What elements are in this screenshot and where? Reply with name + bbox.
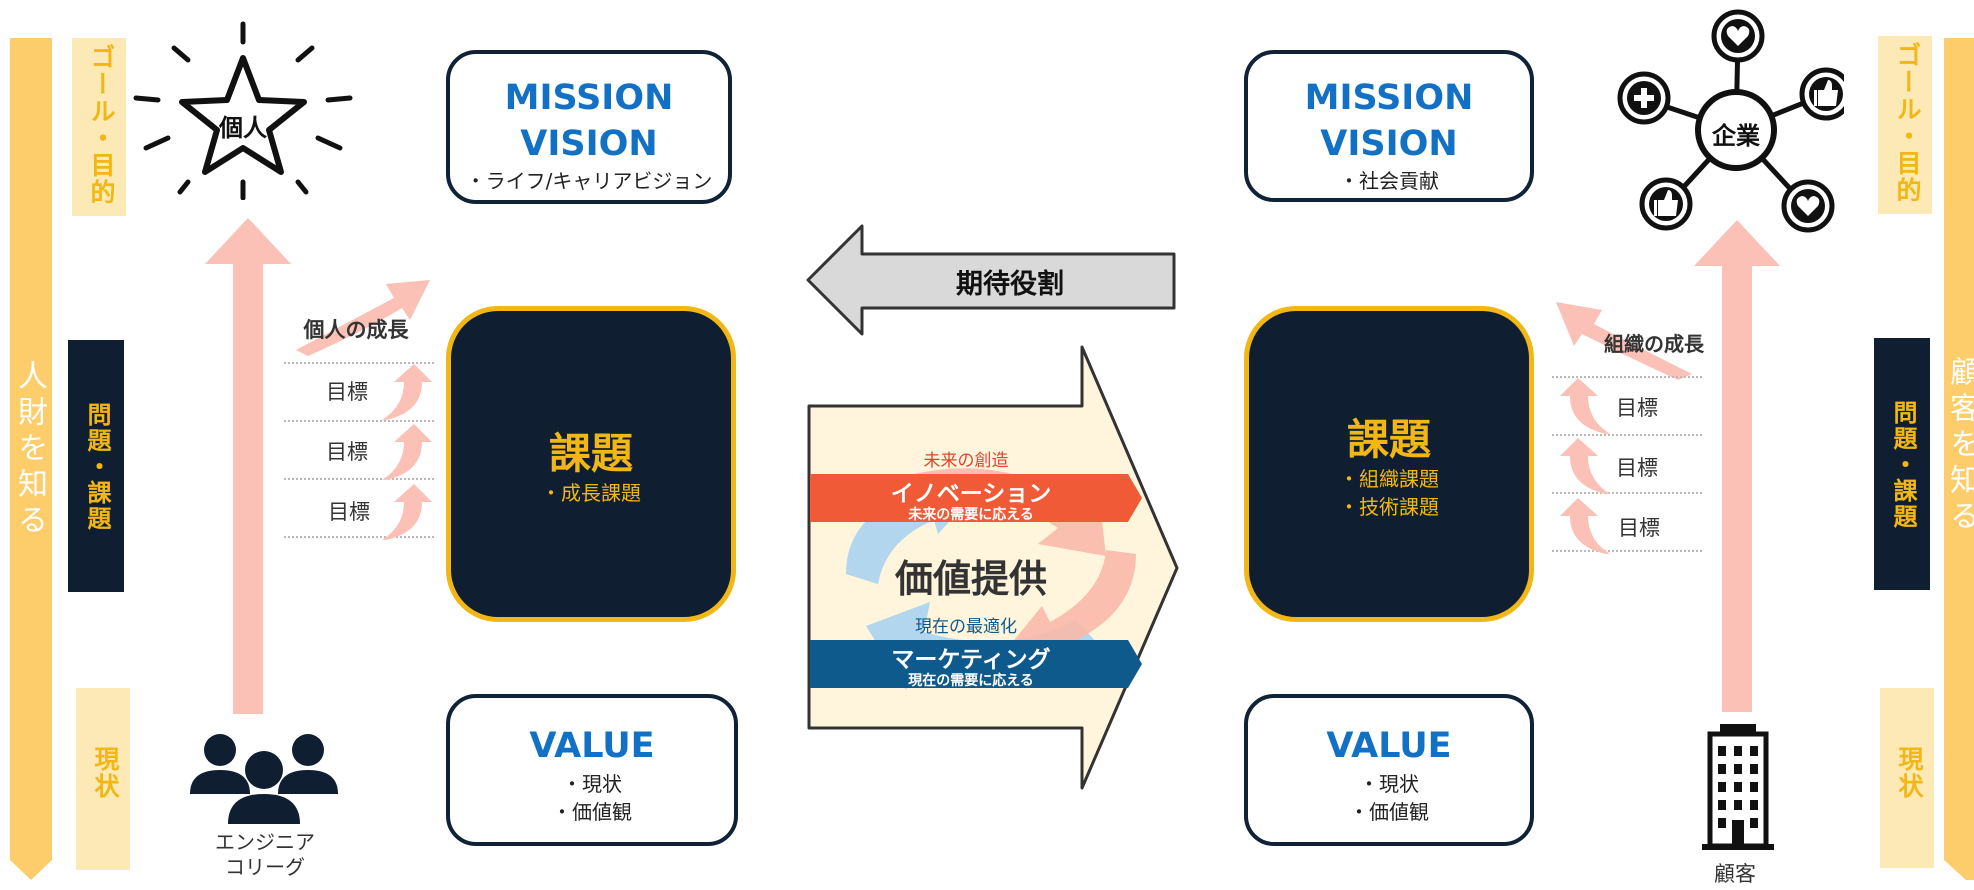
star-icon	[133, 21, 353, 200]
building-label: 顧客	[1714, 862, 1756, 886]
people-icon	[190, 734, 338, 824]
right-kadai-item-2: ・技術課題	[1339, 495, 1439, 520]
right-current-panel: 現状	[1880, 688, 1934, 868]
left-up-arrow	[205, 218, 291, 714]
right-up-arrow	[1694, 220, 1780, 712]
left-small-arrows	[382, 364, 432, 540]
expect-arrow	[806, 224, 1176, 336]
expect-label: 期待役割	[956, 269, 1064, 300]
left-dash-2	[284, 420, 434, 422]
right-mission-sub: ・社会貢献	[1339, 169, 1439, 193]
right-kadai-box: 課題 ・組織課題 ・技術課題	[1244, 306, 1534, 622]
right-sidebar-arrow	[1944, 38, 1974, 880]
right-dash-3	[1552, 492, 1702, 494]
marketing-sub: 現在の需要に応える	[908, 673, 1034, 689]
right-current-label: 現状	[1895, 746, 1924, 800]
right-value-item-2: ・価値観	[1349, 799, 1429, 824]
right-target-1: 目標	[1616, 396, 1658, 420]
left-value-item-1: ・現状	[562, 771, 622, 796]
left-kadai-item-1: ・成長課題	[541, 481, 641, 506]
right-value-item-1: ・現状	[1359, 771, 1419, 796]
building-icon	[1702, 724, 1774, 850]
left-target-1: 目標	[326, 380, 368, 404]
current-opt-label: 現在の最適化	[915, 617, 1017, 637]
left-kadai-box: 課題 ・成長課題	[446, 306, 736, 622]
right-sidebar-label: 顧客を知る	[1944, 356, 1974, 536]
right-kadai-title: 課題	[1346, 415, 1431, 464]
left-issue-label: 問題・課題	[83, 402, 111, 532]
right-growth-arrow	[1556, 302, 1692, 380]
star-label: 個人	[219, 114, 267, 142]
value-provide-label: 価値提供	[894, 557, 1047, 601]
left-mission-box: MISSION VISION ・ライフ/キャリアビジョン	[446, 50, 732, 204]
future-creation-label: 未来の創造	[923, 451, 1009, 471]
left-goal-panel: ゴール・目的	[72, 38, 126, 216]
right-issue-panel: 問題・課題	[1874, 338, 1930, 590]
people-label: エンジニア コリーグ	[215, 830, 315, 879]
left-mission-sub: ・ライフ/キャリアビジョン	[465, 169, 713, 193]
left-issue-panel: 問題・課題	[68, 340, 124, 592]
marketing-label: マーケティング	[891, 647, 1051, 673]
right-dash-2	[1552, 434, 1702, 436]
right-growth-label: 組織の成長	[1604, 332, 1704, 356]
left-value-box: VALUE ・現状 ・価値観	[446, 694, 738, 846]
left-target-2: 目標	[326, 440, 368, 464]
left-sidebar-arrow	[10, 38, 52, 880]
left-kadai-title: 課題	[548, 429, 633, 478]
left-goal-label: ゴール・目的	[87, 44, 116, 206]
left-mission-title: MISSION VISION	[504, 78, 674, 164]
left-target-3: 目標	[328, 500, 370, 524]
innovation-label: イノベーション	[890, 481, 1052, 507]
right-target-2: 目標	[1616, 456, 1658, 480]
right-value-box: VALUE ・現状 ・価値観	[1244, 694, 1534, 846]
value-arrow	[807, 345, 1179, 790]
left-growth-label: 個人の成長	[303, 318, 409, 342]
left-current-label: 現状	[91, 746, 120, 800]
right-issue-label: 問題・課題	[1889, 400, 1917, 530]
right-dash-4	[1552, 550, 1702, 552]
company-network-icon	[1617, 9, 1844, 233]
right-small-arrows	[1560, 378, 1610, 554]
left-dash-1	[284, 362, 434, 364]
right-kadai-item-1: ・組織課題	[1339, 467, 1439, 492]
right-mission-box: MISSION VISION ・社会貢献	[1244, 50, 1534, 202]
right-goal-label: ゴール・目的	[1893, 42, 1922, 204]
left-value-title: VALUE	[529, 726, 655, 766]
right-dash-1	[1552, 376, 1702, 378]
left-dash-3	[284, 478, 434, 480]
right-value-title: VALUE	[1326, 726, 1452, 766]
company-label: 企業	[1712, 122, 1760, 150]
innovation-sub: 未来の需要に応える	[908, 507, 1034, 523]
right-mission-title: MISSION VISION	[1304, 78, 1474, 164]
left-value-item-2: ・価値観	[552, 799, 632, 824]
right-target-3: 目標	[1618, 516, 1660, 540]
left-current-panel: 現状	[76, 688, 130, 870]
left-dash-4	[284, 536, 434, 538]
left-growth-arrow	[296, 280, 430, 356]
left-sidebar-label: 人財を知る	[12, 360, 47, 540]
right-goal-panel: ゴール・目的	[1878, 36, 1932, 214]
